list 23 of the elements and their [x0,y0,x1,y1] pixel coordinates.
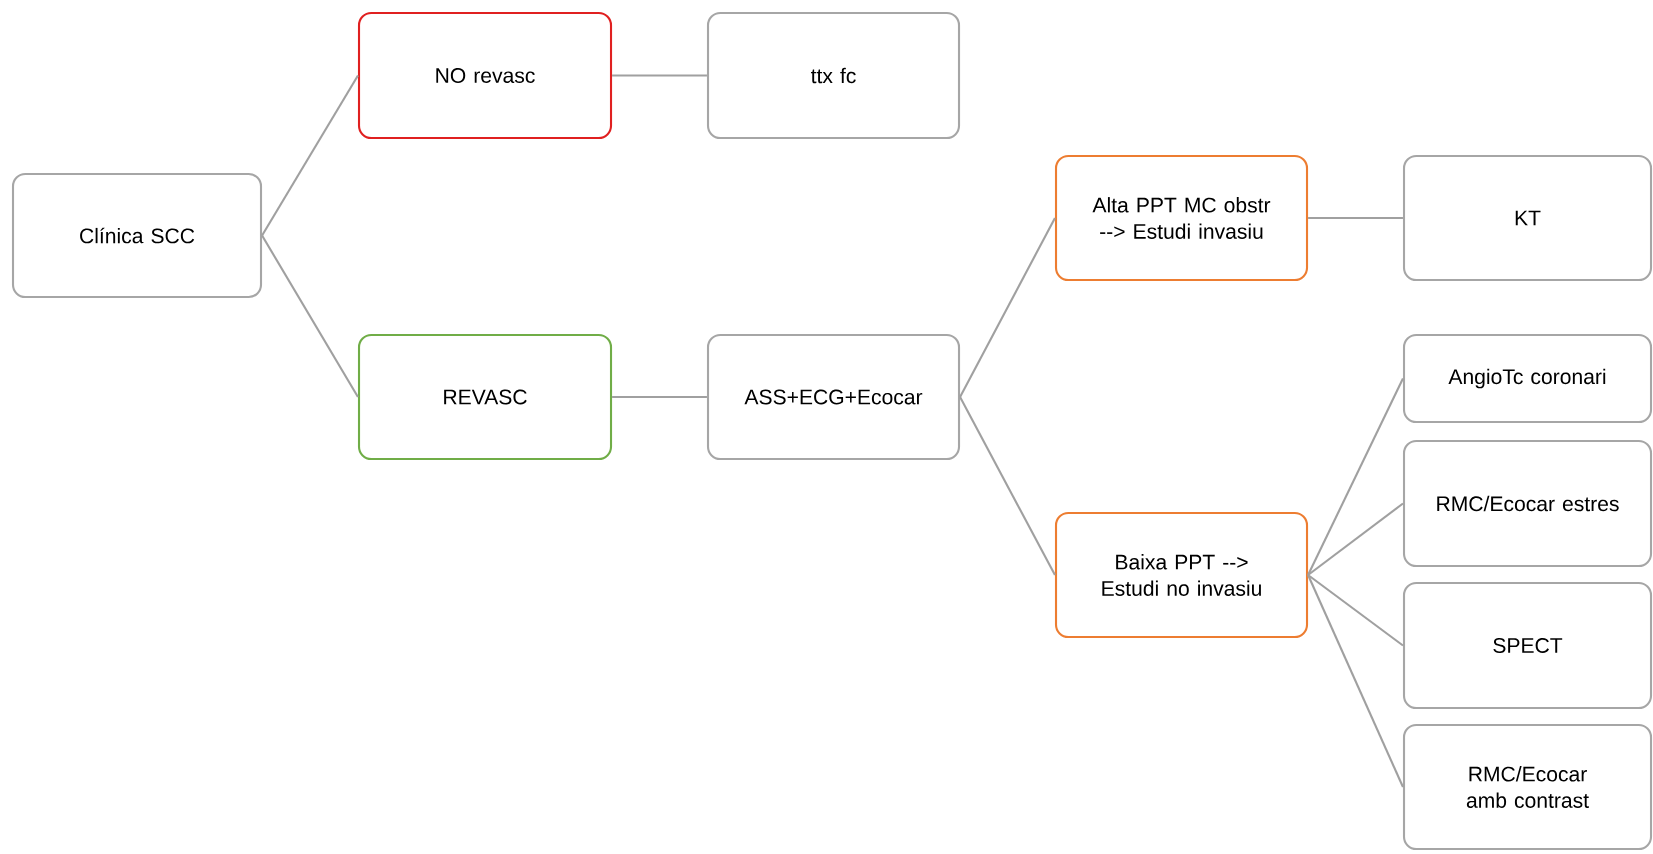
process-box: KT [1402,154,1653,282]
process-box: SPECT [1402,581,1653,710]
process-box: NO revasc [357,11,613,140]
process-box: RMC/Ecocar amb contrast [1402,723,1653,851]
process-box: ttx fc [706,11,961,140]
connector-line [612,74,707,77]
connector-line [261,234,359,398]
connector-line [959,396,1056,576]
process-box: Clínica SCC [11,172,263,299]
connector-line [1307,378,1404,576]
process-box: AngioTc coronari [1402,333,1653,424]
process-box: RMC/Ecocar estres [1402,439,1653,568]
connector-line [1308,216,1403,220]
connector-line [959,217,1056,398]
connector-line [1307,574,1404,788]
process-box: ASS+ECG+Ecocar [706,333,961,461]
connector-line [1307,574,1404,647]
connector-line [261,74,359,237]
process-box: Baixa PPT --> Estudi no invasiu [1054,511,1309,639]
connector-line [1307,502,1404,576]
process-box: REVASC [357,333,613,461]
connector-line [612,395,707,399]
process-box: Alta PPT MC obstr --> Estudi invasiu [1054,154,1309,282]
